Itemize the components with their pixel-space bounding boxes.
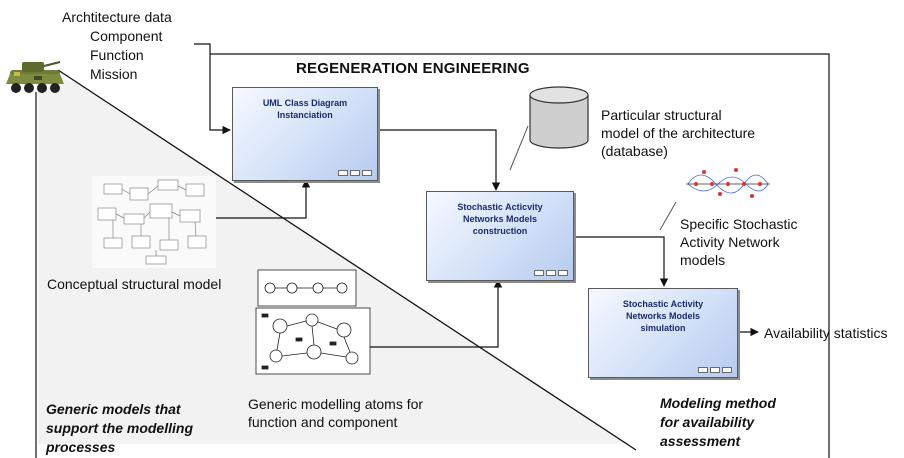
- conceptual-to-uml-arrow: [212, 179, 311, 219]
- uml-instantiation-box: UML Class Diagram Instanciation: [232, 87, 378, 181]
- class-diagram-thumbnail: [92, 176, 216, 268]
- availability-statistics-label: Availability statistics: [764, 325, 888, 341]
- construction-box-controls: [534, 270, 568, 276]
- construction-to-simulation-arrow: [574, 236, 669, 287]
- database-leader-line: [509, 125, 529, 171]
- specific-san-thumbnail: [684, 160, 770, 200]
- input-item-component: Component: [90, 28, 163, 44]
- modelling-atoms-thumbnail: [255, 269, 371, 375]
- san-construction-box: Stochastic Acticvity Networks Models con…: [426, 191, 574, 281]
- input-item-mission: Mission: [90, 66, 138, 82]
- diagram-title: REGENERATION ENGINEERING: [296, 60, 530, 77]
- regeneration-frame: [210, 53, 830, 458]
- uml-to-construction-arrow: [376, 129, 501, 191]
- input-item-function: Function: [90, 47, 144, 63]
- database-icon: [529, 86, 589, 149]
- input-arrow: [194, 43, 231, 135]
- simulation-box-controls: [698, 367, 732, 373]
- uml-box-controls: [338, 170, 372, 176]
- architecture-data-heading: Archtitecture data: [62, 9, 172, 25]
- specific-san-label: Specific Stochastic Activity Network mod…: [680, 216, 798, 268]
- generic-models-region: [38, 70, 630, 444]
- atoms-to-construction-arrow: [370, 279, 503, 348]
- specific-san-leader-line: [659, 201, 677, 231]
- san-simulation-label: Stochastic Activity Networks Models simu…: [622, 299, 704, 333]
- san-construction-label: Stochastic Acticvity Networks Models con…: [457, 202, 543, 236]
- armored-vehicle-icon: [6, 61, 64, 93]
- database-label: Particular structural model of the archi…: [601, 107, 756, 159]
- uml-instantiation-label: UML Class Diagram Instanciation: [262, 98, 348, 120]
- modelling-atoms-label: Generic modelling atoms for function and…: [248, 396, 424, 430]
- modeling-method-caption: Modeling method for availability assessm…: [660, 395, 776, 449]
- san-simulation-box: Stochastic Activity Networks Models simu…: [588, 288, 738, 378]
- conceptual-model-label: Conceptual structural model: [47, 276, 222, 292]
- diagonal-divider: [57, 69, 637, 451]
- generic-models-caption: Generic models that support the modellin…: [46, 401, 193, 455]
